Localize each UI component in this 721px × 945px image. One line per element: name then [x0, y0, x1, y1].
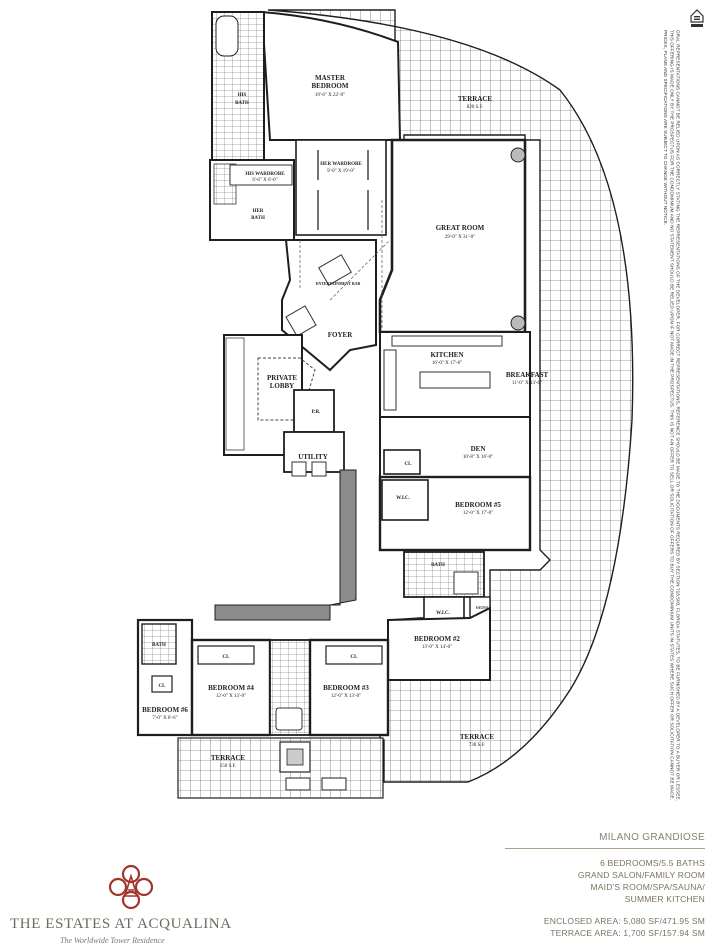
cl-6-label: CL: [159, 684, 167, 689]
bedroom-3-label: BEDROOM #3: [323, 684, 369, 692]
column-1: [510, 147, 526, 163]
cl-3-area: [325, 645, 383, 665]
utility-label: UTILITY: [298, 453, 328, 461]
bedroom-4-dims: 12'-0" X 13'-0": [216, 694, 246, 699]
her-wardrobe-area: [295, 139, 387, 236]
kitchen-island: [419, 371, 491, 389]
bedroom-3-dims: 12'-0" X 13'-0": [331, 694, 361, 699]
bath-6-label: BATH: [152, 643, 166, 648]
terrace-area: TERRACE AREA: 1,700 SF/157.94 SM: [550, 928, 705, 938]
hallway-wall: [214, 469, 357, 621]
her-bath-label: HER: [253, 209, 264, 214]
her-bath-label-2: BATH: [251, 216, 265, 221]
bath-2-label: BATH: [431, 563, 445, 568]
column-2: [510, 315, 526, 331]
entertainment-bar-counter: [318, 254, 352, 286]
den-area: [379, 416, 531, 478]
her-wardrobe-dims: 9'-0" X 19'-0": [327, 169, 355, 174]
his-bath-label: HIS: [238, 93, 247, 98]
his-wardrobe-label: HIS WARDROBE: [245, 172, 285, 177]
great-room-dims: 29'-0" X 31'-0": [445, 235, 475, 240]
pr-label: P.R.: [312, 410, 321, 415]
cl-3-label: CL: [351, 655, 359, 660]
legal-disclaimer-text: ORAL REPRESENTATIONS CANNOT BE RELIED UP…: [663, 30, 681, 802]
model-divider: [505, 848, 705, 849]
cl-6-area: [151, 675, 173, 693]
master-bedroom: [260, 10, 402, 141]
foyer-area: [281, 239, 377, 372]
entertainment-bar-label: ENTERTAINMENT BAR: [316, 281, 361, 286]
unit-feature-2: GRAND SALON/FAMILY ROOM: [577, 870, 705, 880]
great-room-label: GREAT ROOM: [436, 224, 485, 232]
her-wardrobe-label: HER WARDROBE: [320, 162, 362, 167]
unit-feature-1: 6 BEDROOMS/5.5 BATHS: [600, 858, 705, 868]
private-lobby-label-2: LOBBY: [270, 382, 295, 390]
terrace-right-area: 730 S.F.: [469, 743, 485, 748]
breakfast-label: BREAKFAST: [506, 371, 549, 379]
pr-room: [293, 389, 335, 433]
master-bedroom-dims: 19'-6" X 22'-0": [315, 93, 345, 98]
terrace-bottom-area-label: 150 S.F.: [220, 764, 236, 769]
bedroom-5-label: BEDROOM #5: [455, 501, 501, 509]
unit-feature-3: MAID'S ROOM/SPA/SAUNA/: [590, 882, 705, 892]
enclosed-area: ENCLOSED AREA: 5,080 SF/471.95 SM: [543, 916, 705, 926]
unit-model-name: MILANO GRANDIOSE: [599, 832, 705, 843]
his-wardrobe-area: [229, 164, 293, 186]
master-bedroom-label: MASTER: [315, 74, 346, 82]
great-room: [378, 138, 527, 334]
foyer-label: FOYER: [328, 331, 353, 339]
terrace-bottom-label: TERRACE: [211, 754, 246, 762]
cl-den-label: CL: [405, 462, 413, 467]
bedroom-5-dims: 12'-0" X 17'-0": [463, 511, 493, 516]
wic-2-label: W.I.C.: [436, 611, 451, 616]
tub: [215, 15, 239, 57]
brand-name: THE ESTATES AT ACQUALINA: [10, 916, 232, 932]
cl-4-area: [197, 645, 255, 665]
terrace-top-label: TERRACE: [458, 95, 493, 103]
den-label: DEN: [471, 445, 486, 453]
breakfast-dims: 11'-0" X 13'-6": [512, 381, 542, 386]
bedroom-2-label: BEDROOM #2: [414, 635, 460, 643]
kitchen-label: KITCHEN: [430, 351, 463, 359]
master-bedroom-label-2: BEDROOM: [312, 82, 349, 90]
bedroom-2-dims: 13'-0" X 14'-0": [422, 645, 452, 650]
kitchen-counter: [391, 335, 503, 347]
sauna-label: SAUNA: [476, 606, 489, 610]
kitchen-dims: 16'-0" X 17'-6": [432, 361, 462, 366]
bedroom-6-label: BEDROOM #6: [142, 706, 188, 714]
elevator: [225, 337, 245, 451]
terrace-top-area: 820 S.F.: [467, 105, 483, 110]
equal-housing-opportunity-icon: [690, 9, 704, 27]
foyer-table: [285, 305, 317, 337]
unit-feature-4: SUMMER KITCHEN: [624, 894, 705, 904]
den-closet: [383, 449, 421, 475]
cl-4-label: CL: [223, 655, 231, 660]
bedroom-6-dims: 7'-0" X 8'-6": [152, 716, 177, 721]
floor-plan: MASTER BEDROOM 19'-6" X 22'-0" TERRACE 8…: [136, 9, 634, 799]
den-dims: 10'-8" X 16'-0": [463, 455, 493, 460]
wic-5-label: W.I.C.: [396, 496, 411, 501]
his-bath-label-2: BATH: [235, 101, 249, 106]
bedroom-4-label: BEDROOM #4: [208, 684, 254, 692]
his-wardrobe-dims: 6'-6" X 6'-0": [252, 178, 277, 183]
terrace-right-label: TERRACE: [460, 733, 495, 741]
bedroom-2-area: [387, 606, 491, 681]
brand-tagline: The Worldwide Tower Residence: [60, 936, 165, 945]
wic-5-area: [381, 479, 429, 521]
legal-disclaimer: ORAL REPRESENTATIONS CANNOT BE RELIED UP…: [662, 30, 718, 820]
fleur-crest-logo-icon: [108, 864, 154, 910]
private-lobby-label: PRIVATE: [267, 374, 297, 382]
summer-kitchen-grill: [279, 741, 311, 773]
bath-6-area: [141, 623, 177, 665]
